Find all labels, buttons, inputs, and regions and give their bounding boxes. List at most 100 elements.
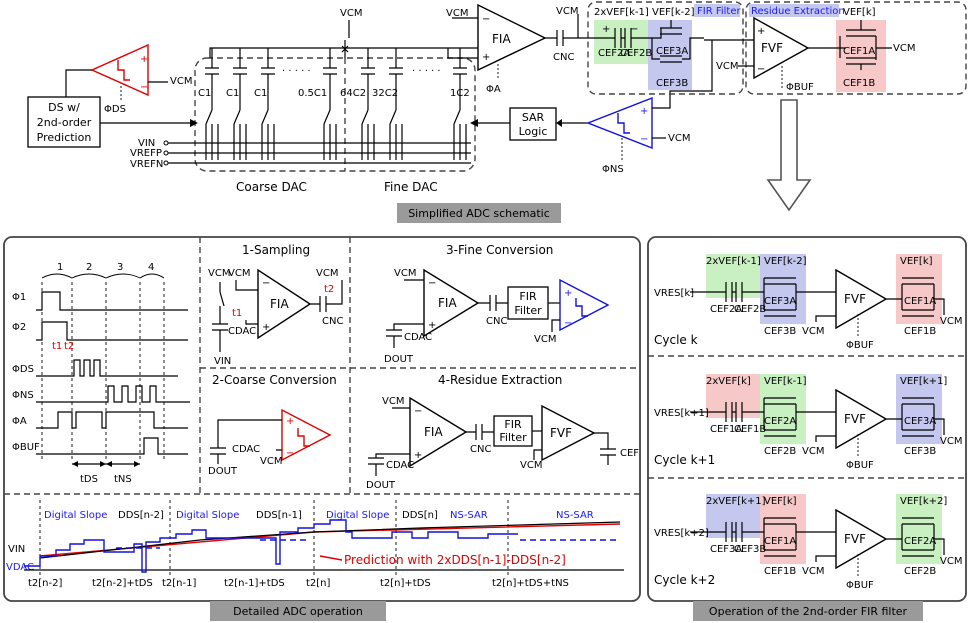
cap-05c1: 0.5C1	[298, 88, 327, 99]
cycle-cc-1: CEF2A	[904, 536, 936, 547]
svg-text:−: −	[286, 448, 294, 459]
cycle-ca-1: CEF2A	[710, 304, 742, 315]
vcm-s4: VCM	[382, 396, 404, 407]
cycle-vcm-b: VCM	[940, 316, 962, 327]
sig-phids: ΦDS	[12, 364, 34, 375]
cycle-vres: VRES[k+1]	[654, 408, 709, 419]
residue-step-title: 4-Residue Extraction	[438, 373, 562, 387]
cycle-fvf-label: FVF	[844, 532, 866, 546]
cycle-vcm-a: VCM	[802, 446, 824, 457]
phi-ds: ΦDS	[104, 104, 126, 115]
cycle-cb-2: CEF1B	[764, 566, 796, 577]
dac-caps: C1 C1 C1 0.5C1 64C2 32C2 1C2 · · · · · ·…	[198, 48, 470, 110]
ef-k-top: VEF[k]	[843, 7, 876, 18]
vcm-s2: VCM	[260, 456, 282, 467]
svg-text:−: −	[414, 406, 422, 417]
cycle-ef-a: 2xVEF[k+1]	[706, 496, 766, 507]
t1-mark: t1	[52, 341, 62, 352]
cycle-vres: VRES[k+2]	[654, 528, 709, 539]
cycle-ca-2: CEF3B	[734, 544, 766, 555]
ds-line-3: Prediction	[37, 131, 92, 144]
residue-title: Residue Extraction	[751, 6, 845, 17]
vcm-s1a: VCM	[208, 268, 230, 279]
cycle-ca-1: CEF1A	[710, 424, 742, 435]
fir-s3-2: Filter	[514, 304, 542, 317]
coarse-title: 2-Coarse Conversion	[212, 373, 337, 387]
wf-label-4: DDS[n-1]	[256, 510, 302, 521]
cycle-cap-a-bg	[706, 494, 760, 538]
svg-text:−: −	[640, 134, 648, 145]
cycle-label: Cycle k+2	[654, 573, 715, 587]
fvf-top-label: FVF	[761, 41, 783, 55]
cef1a-top: CEF1A	[843, 46, 875, 57]
fvf-s4: FVF	[550, 426, 572, 440]
cycle-ca-2: CEF1B	[734, 424, 766, 435]
vin-label: VIN	[138, 138, 155, 149]
fir-filter-title: FIR Filter	[697, 6, 741, 17]
cycle-cb-2: CEF2B	[764, 446, 796, 457]
sar-line-2: Logic	[519, 125, 548, 138]
t2-mark: t2	[64, 341, 74, 352]
t2-s1: t2	[324, 284, 334, 295]
svg-text:+: +	[262, 322, 270, 333]
svg-text:−: −	[140, 82, 148, 93]
cnc-s1: CNC	[322, 316, 343, 327]
cycle-cap-b-bg	[760, 494, 806, 564]
phase-2: 2	[86, 262, 92, 273]
tick-0: t2[n-2]	[28, 578, 62, 589]
tick-4: t2[n]	[306, 578, 331, 589]
dac-switches	[205, 109, 467, 160]
cycle-label: Cycle k	[654, 333, 698, 347]
dout-s4: DOUT	[366, 480, 396, 491]
sampling-title: 1-Sampling	[242, 243, 310, 257]
cycle-cb-1: CEF3A	[764, 296, 796, 307]
cycle-ef-a: 2xVEF[k-1]	[706, 256, 761, 267]
caption-top-text: Simplified ADC schematic	[408, 207, 550, 220]
sig-phia: ΦA	[12, 416, 27, 427]
cycle-cb-2: CEF3B	[764, 326, 796, 337]
fir-operation: 2xVEF[k-1]VEF[k-2]VEF[k]VRES[k]CEF2ACEF2…	[647, 236, 967, 621]
step-residue: 4-Residue Extraction FIA − + VCM CDAC DO…	[366, 373, 639, 491]
wf-label-5: Digital Slope	[326, 510, 389, 521]
wf-label-6: DDS[n]	[402, 510, 438, 521]
caption-top	[397, 203, 561, 223]
fia-top-label: FIA	[492, 32, 511, 46]
svg-text:+: +	[140, 54, 148, 65]
wf-vin: VIN	[8, 544, 25, 555]
cdac-s2: CDAC	[232, 444, 260, 455]
vcm-top: VCM	[340, 8, 362, 19]
vcm-ns: VCM	[668, 133, 690, 144]
cycle-cap-a-bg	[706, 254, 760, 298]
wf-label-8: NS-SAR	[556, 510, 594, 521]
svg-text:−: −	[482, 14, 490, 25]
fir-s3-1: FIR	[519, 290, 537, 303]
cycle-cc-2: CEF2B	[904, 566, 936, 577]
fine-dac-label: Fine DAC	[384, 180, 438, 194]
dout-s3: DOUT	[384, 354, 414, 365]
cycle-vcm-a: VCM	[802, 326, 824, 337]
sar-logic	[509, 107, 557, 141]
cycle-phibuf: ΦBUF	[846, 580, 874, 591]
cycles-root: 2xVEF[k-1]VEF[k-2]VEF[k]VRES[k]CEF2ACEF2…	[654, 254, 962, 591]
cycle-ca-1: CEF3A	[710, 544, 742, 555]
cycle-fvf-label: FVF	[844, 292, 866, 306]
svg-text:−: −	[630, 24, 638, 35]
vrefp-label: VREFP	[130, 148, 162, 159]
phi-ns: ΦNS	[602, 164, 624, 175]
step-fine: 3-Fine Conversion FIA − + VCM CDAC DOUT …	[384, 243, 610, 365]
svg-text:+: +	[428, 320, 436, 331]
svg-text:−: −	[757, 64, 765, 75]
wf-label-2: DDS[n-2]	[118, 510, 164, 521]
cycle-fvf-label: FVF	[844, 412, 866, 426]
cdac-s1: CDAC	[228, 326, 256, 337]
ds-line-1: DS w/	[48, 101, 80, 114]
fir-blue	[648, 20, 692, 90]
fia-s1: FIA	[270, 297, 289, 311]
cycle-cap-b-bg	[760, 374, 806, 444]
coarse-dac-label: Coarse DAC	[236, 180, 307, 194]
tick-2: t2[n-1]	[162, 578, 196, 589]
cef2b-top: CEF2B	[620, 48, 652, 59]
cycle-ef-c: VEF[k+2]	[900, 496, 947, 507]
cycle-fvf	[835, 508, 888, 570]
